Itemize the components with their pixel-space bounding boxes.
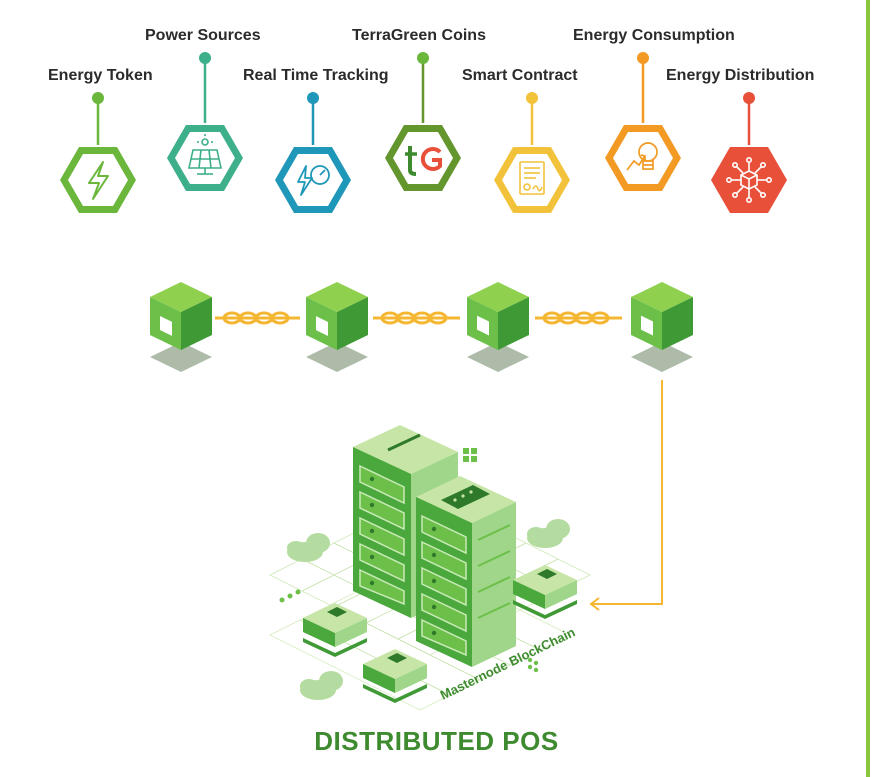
- label-energy-consumption: Energy Consumption: [573, 27, 735, 44]
- block-3: [467, 282, 529, 372]
- right-border-rule: [866, 0, 870, 777]
- power-sources-node: [167, 52, 243, 191]
- label-smart-contract: Smart Contract: [462, 67, 578, 84]
- block-4: [631, 282, 693, 372]
- energy-distribution-node: [711, 92, 787, 213]
- cloud-icon: [527, 519, 570, 548]
- distribution-icon: [725, 157, 772, 204]
- connector-arrow: [589, 380, 663, 611]
- label-energy-token: Energy Token: [48, 67, 153, 84]
- tg-logo-icon: [405, 146, 442, 176]
- node-unit-center: [363, 649, 427, 703]
- server-tower-front: [416, 476, 516, 667]
- node-unit-left: [303, 603, 367, 657]
- energy-consumption-node: [605, 52, 681, 191]
- label-energy-distribution: Energy Distribution: [666, 67, 815, 84]
- gauge-icon: [297, 165, 330, 196]
- cloud-icon: [287, 533, 330, 562]
- label-real-time-tracking: Real Time Tracking: [243, 67, 389, 84]
- chain-link-2: [373, 311, 460, 325]
- blockchain-row: [150, 282, 693, 372]
- smart-contract-node: [494, 92, 570, 213]
- cloud-icon: [300, 671, 343, 700]
- energy-token-node: [60, 92, 136, 213]
- block-2: [306, 282, 368, 372]
- node-unit-right: [513, 565, 577, 619]
- block-1: [150, 282, 212, 372]
- terragreen-coins-node: [385, 52, 461, 191]
- contract-icon: [519, 161, 545, 195]
- dots-decoration: [279, 589, 539, 673]
- label-terragreen-coins: TerraGreen Coins: [352, 27, 486, 44]
- server-scene: Masternode BlockChain: [268, 425, 592, 711]
- chain-link-1: [215, 311, 300, 325]
- page-title: DISTRIBUTED POS: [314, 726, 559, 756]
- lightning-icon: [88, 161, 109, 200]
- label-power-sources: Power Sources: [145, 27, 261, 44]
- lightbulb-icon: [626, 142, 658, 171]
- real-time-tracking-node: [275, 92, 351, 213]
- solar-panel-icon: [188, 134, 222, 175]
- chain-link-3: [535, 311, 622, 325]
- pixel-decoration: [463, 448, 477, 462]
